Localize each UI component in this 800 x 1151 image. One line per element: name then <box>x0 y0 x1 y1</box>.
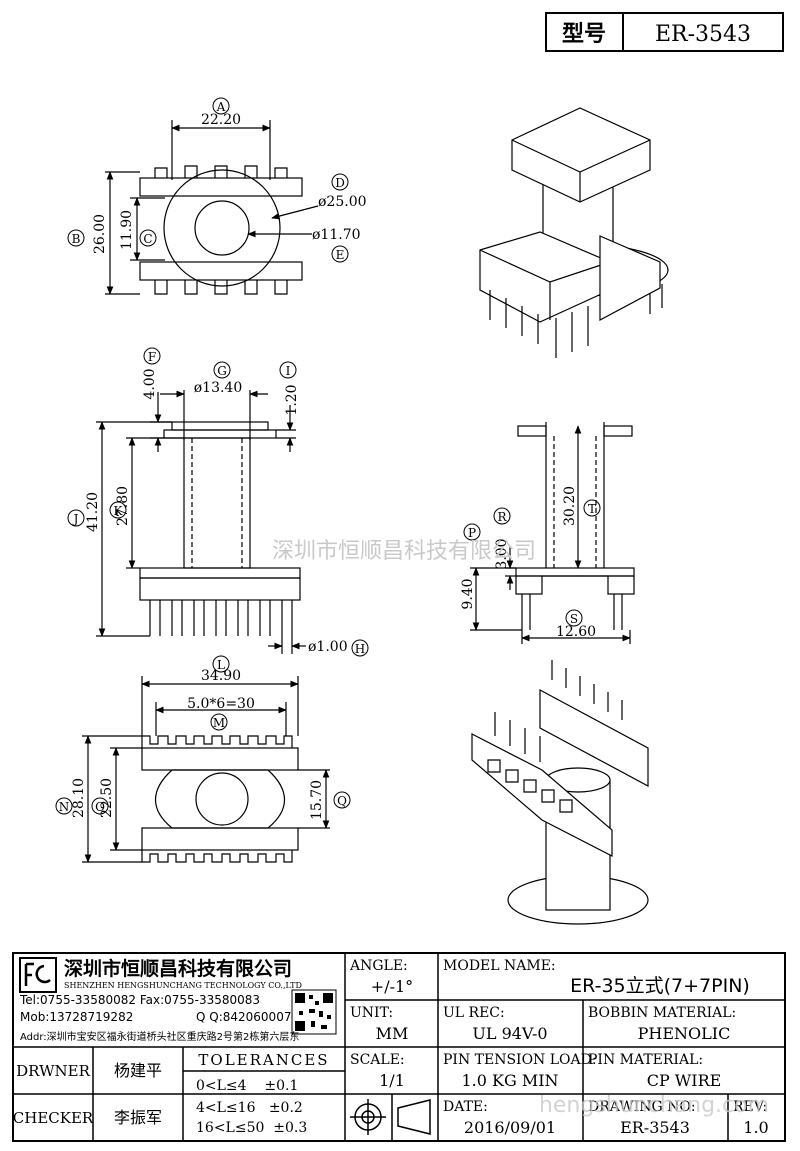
isometric-view-top <box>479 107 669 358</box>
dim-l-value: 34.90 <box>201 668 241 684</box>
pin-tension-value: 1.0 KG MIN <box>461 1071 558 1090</box>
date-value: 2016/09/01 <box>464 1118 556 1137</box>
tolerances-label: TOLERANCES <box>198 1051 329 1069</box>
bottom-view-labels: L 34.90 5.0*6=30 M N 28.10 O 22.50 15.70… <box>55 655 351 820</box>
company-qq: Q Q:842060007 <box>196 1010 291 1024</box>
model-header: 型号 ER-3543 <box>545 12 784 52</box>
unit-label: UNIT: <box>350 1005 393 1021</box>
pin-material-value: CP WIRE <box>647 1071 722 1090</box>
company-name-cn: 深圳市恒顺昌科技有限公司 <box>64 957 292 980</box>
checker-label: CHECKER <box>13 1109 94 1127</box>
scale-label: SCALE: <box>350 1052 405 1068</box>
tolerance-row-2: 4<L≤16 ±0.2 <box>196 1100 303 1116</box>
date-label: DATE: <box>443 1099 488 1115</box>
dim-o-value: 22.50 <box>99 778 115 818</box>
dim-p-value: 9.40 <box>460 578 476 609</box>
dim-a-value: 22.20 <box>201 112 241 128</box>
side-view-labels: T 30.20 P R 3.00 9.40 S 12.60 <box>460 486 601 640</box>
dim-a-tag: A <box>216 100 226 114</box>
dim-t-tag: T <box>588 502 596 516</box>
drawing-no-label: DRAWING NO: <box>588 1099 696 1115</box>
dim-k-value: 27.80 <box>115 486 131 526</box>
dim-t-value: 30.20 <box>562 486 578 526</box>
dim-n-value: 28.10 <box>71 778 87 818</box>
model-header-label: 型号 <box>562 22 606 47</box>
angle-label: ANGLE: <box>349 958 408 974</box>
bobbin-material-value: PHENOLIC <box>638 1024 731 1043</box>
side-view <box>470 422 635 644</box>
rev-value: 1.0 <box>743 1118 768 1137</box>
ul-rec-value: UL 94V-0 <box>472 1024 547 1043</box>
dim-g-value: ø13.40 <box>194 380 243 396</box>
dim-d-value: ø25.00 <box>318 194 367 210</box>
dim-e-value: ø11.70 <box>312 227 361 243</box>
bobbin-material-label: BOBBIN MATERIAL: <box>588 1005 736 1021</box>
dim-b-value: 26.00 <box>92 214 108 254</box>
isometric-view-bottom <box>471 660 649 925</box>
dim-h-tag: H <box>355 642 365 656</box>
company-addr: Addr:深圳市宝安区福永街道桥头社区重庆路2号第2栋第六层东 <box>20 1030 299 1043</box>
dim-e-tag: E <box>336 248 345 262</box>
ul-rec-label: UL REC: <box>443 1005 505 1021</box>
company-name-en: SHENZHEN HENGSHUNCHANG TECHNOLOGY CO.,LT… <box>64 981 302 990</box>
front-view <box>96 390 306 654</box>
dim-k-tag: K <box>114 504 124 518</box>
model-name-value: ER-35立式(7+7PIN) <box>570 975 750 997</box>
model-header-value: ER-3543 <box>655 22 751 47</box>
dim-q-value: 15.70 <box>309 780 325 820</box>
dim-j-tag: J <box>72 512 79 526</box>
tolerance-row-1: 0<L≤4 ±0.1 <box>196 1078 298 1094</box>
dim-s-value: 12.60 <box>556 624 596 640</box>
company-mob: Mob:13728719282 <box>20 1010 133 1024</box>
dim-l-tag: L <box>217 658 225 672</box>
dim-o-tag: O <box>95 800 105 814</box>
dim-c-tag: C <box>143 232 152 246</box>
scale-value: 1/1 <box>379 1071 405 1090</box>
dim-f-value: 4.00 <box>142 368 158 399</box>
top-view <box>105 120 319 295</box>
company-logo <box>19 957 57 993</box>
dim-j-value: 41.20 <box>85 492 101 532</box>
top-view-labels: A 22.20 B 26.00 C 11.90 D ø25.00 ø11.70 … <box>67 97 367 263</box>
title-block <box>12 952 786 1142</box>
dim-s-tag: S <box>570 612 578 626</box>
bottom-view <box>82 676 330 863</box>
dim-i-tag: I <box>286 364 291 378</box>
tolerance-row-3: 16<L≤50 ±0.3 <box>196 1120 307 1136</box>
dim-d-tag: D <box>335 176 345 190</box>
dim-i-value: 1.20 <box>284 384 300 415</box>
dim-r-value: 3.00 <box>494 538 510 569</box>
pin-material-label: PIN MATERIAL: <box>588 1052 703 1068</box>
dim-h-value: ø1.00 <box>308 639 348 655</box>
dim-c-value: 11.90 <box>119 210 135 250</box>
dim-g-tag: G <box>217 364 227 378</box>
drawing-no-value: ER-3543 <box>620 1118 690 1137</box>
drawner-label: DRWNER <box>16 1062 90 1080</box>
drawner-value: 杨建平 <box>114 1061 162 1080</box>
dim-f-tag: F <box>148 350 156 364</box>
dim-m-value: 5.0*6=30 <box>187 696 255 712</box>
model-name-label: MODEL NAME: <box>443 958 556 974</box>
angle-value: +/-1° <box>371 977 413 996</box>
company-tel: Tel:0755-33580082 Fax:0755-33580083 <box>19 993 260 1007</box>
dim-b-tag: B <box>72 232 81 246</box>
projection-symbol-icon <box>350 1099 431 1135</box>
qr-code <box>291 989 337 1035</box>
dim-m-tag: M <box>213 716 225 730</box>
dim-r-tag: R <box>497 510 507 524</box>
front-view-labels: F 4.00 G ø13.40 I 1.20 J 41.20 K 27.80 ø… <box>67 347 369 657</box>
dim-n-tag: N <box>59 800 70 814</box>
pin-tension-label: PIN TENSION LOAD: <box>443 1052 597 1068</box>
dim-q-tag: Q <box>337 794 347 808</box>
rev-label: REV: <box>733 1099 767 1115</box>
watermark-url: hengshunchang.com <box>539 1093 769 1118</box>
checker-value: 李振军 <box>114 1108 162 1127</box>
watermark-text: 深圳市恒顺昌科技有限公司 <box>272 539 536 564</box>
unit-value: MM <box>376 1024 409 1043</box>
dim-p-tag: P <box>468 526 476 540</box>
